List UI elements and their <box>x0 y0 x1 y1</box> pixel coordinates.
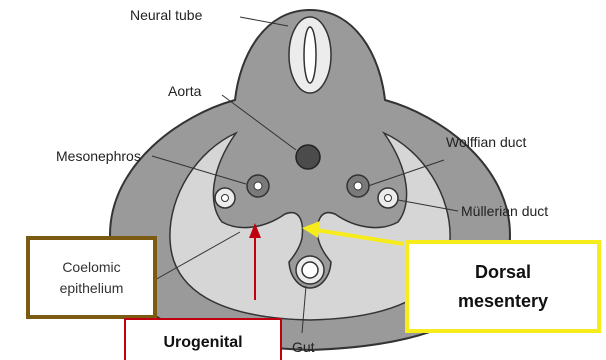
coelomic-label-line1: Coelomic <box>62 257 120 278</box>
urogenital-label: Urogenital <box>163 334 242 352</box>
dorsal-label-line1: Dorsal <box>475 258 531 287</box>
urogenital-box: Urogenital <box>124 318 282 360</box>
mesonephros-left-lumen <box>254 182 262 190</box>
label-mullerian-duct: Müllerian duct <box>461 203 548 219</box>
label-aorta: Aorta <box>168 83 202 99</box>
label-neural-tube: Neural tube <box>130 7 203 23</box>
mullerian-duct-left-lumen <box>222 195 229 202</box>
dorsal-label-line2: mesentery <box>458 287 548 316</box>
dorsal-mesentery-box: Dorsal mesentery <box>405 240 601 333</box>
neural-tube-lumen <box>304 27 316 83</box>
gut-lumen <box>302 262 318 278</box>
coelomic-label-line2: epithelium <box>60 278 124 299</box>
aorta <box>296 145 320 169</box>
label-gut: Gut <box>292 339 315 355</box>
mesonephros-right-lumen <box>354 182 362 190</box>
coelomic-epithelium-box: Coelomic epithelium <box>26 236 157 319</box>
label-wolffian-duct: Wolffian duct <box>446 134 527 150</box>
mullerian-duct-right-lumen <box>385 195 392 202</box>
label-mesonephros: Mesonephros <box>56 148 141 164</box>
